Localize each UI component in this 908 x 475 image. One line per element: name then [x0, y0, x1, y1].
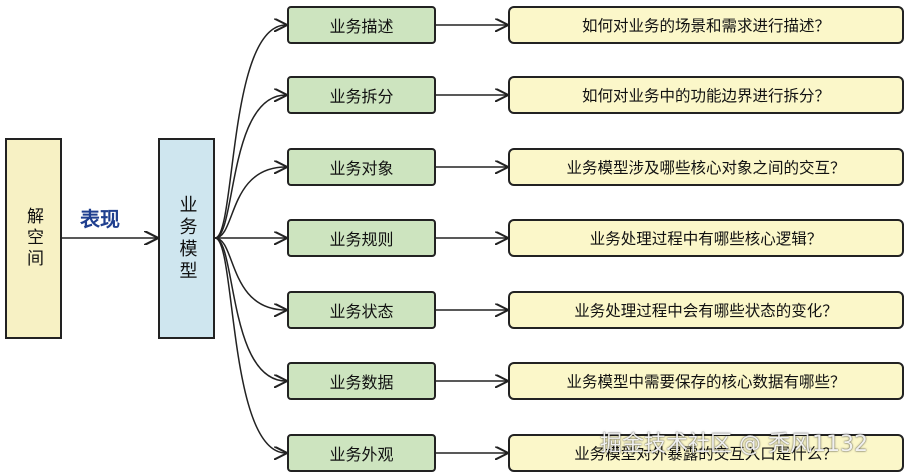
- question-text: 业务模型涉及哪些核心对象之间的交互？: [566, 159, 846, 177]
- category-label: 业务状态: [329, 302, 394, 321]
- watermark: 掘金技术社区 @ 秃风1132: [600, 432, 868, 457]
- question-text: 如何对业务中的功能边界进行拆分？: [581, 87, 830, 105]
- question-node-state: 业务处理过程中会有哪些状态的变化？: [508, 291, 904, 329]
- category-label: 业务外观: [329, 445, 394, 464]
- category-node-description: 业务描述: [287, 6, 436, 44]
- category-node-state: 业务状态: [287, 291, 436, 329]
- category-label: 业务规则: [329, 230, 394, 249]
- question-node-facade: 业务模型对外暴露的交互入口是什么？: [508, 434, 904, 472]
- question-node-data: 业务模型中需要保存的核心数据有哪些？: [508, 362, 904, 400]
- center-to-category-arrow: [214, 237, 286, 310]
- question-node-description: 如何对业务的场景和需求进行描述？: [508, 6, 904, 44]
- question-node-split: 如何对业务中的功能边界进行拆分？: [508, 76, 904, 114]
- question-node-rules: 业务处理过程中有哪些核心逻辑？: [508, 219, 904, 257]
- question-text: 业务模型中需要保存的核心数据有哪些？: [566, 373, 846, 391]
- relation-label: 表现: [80, 207, 120, 231]
- center-to-category-arrow: [214, 25, 286, 239]
- category-label: 业务数据: [329, 373, 394, 392]
- question-text: 业务处理过程中有哪些核心逻辑？: [589, 230, 823, 248]
- business-model-label: 业务模型: [176, 194, 198, 283]
- solution-space-label: 解空间: [23, 207, 43, 270]
- center-to-category-arrow: [214, 237, 286, 381]
- question-node-objects: 业务模型涉及哪些核心对象之间的交互？: [508, 148, 904, 186]
- question-text: 业务处理过程中会有哪些状态的变化？: [574, 302, 838, 320]
- category-label: 业务对象: [329, 159, 394, 178]
- question-text: 业务模型对外暴露的交互入口是什么？: [574, 445, 838, 463]
- category-label: 业务拆分: [329, 87, 394, 106]
- center-to-category-arrow: [214, 167, 286, 239]
- category-node-objects: 业务对象: [287, 148, 436, 186]
- business-model-node: 业务模型: [158, 138, 215, 339]
- question-text: 如何对业务的场景和需求进行描述？: [581, 17, 830, 35]
- center-to-category-arrow: [214, 237, 286, 453]
- center-to-category-arrow: [214, 95, 286, 239]
- solution-space-node: 解空间: [5, 138, 62, 339]
- category-node-rules: 业务规则: [287, 219, 436, 257]
- category-node-data: 业务数据: [287, 362, 436, 400]
- category-node-facade: 业务外观: [287, 434, 436, 472]
- category-label: 业务描述: [329, 17, 394, 36]
- category-node-split: 业务拆分: [287, 76, 436, 114]
